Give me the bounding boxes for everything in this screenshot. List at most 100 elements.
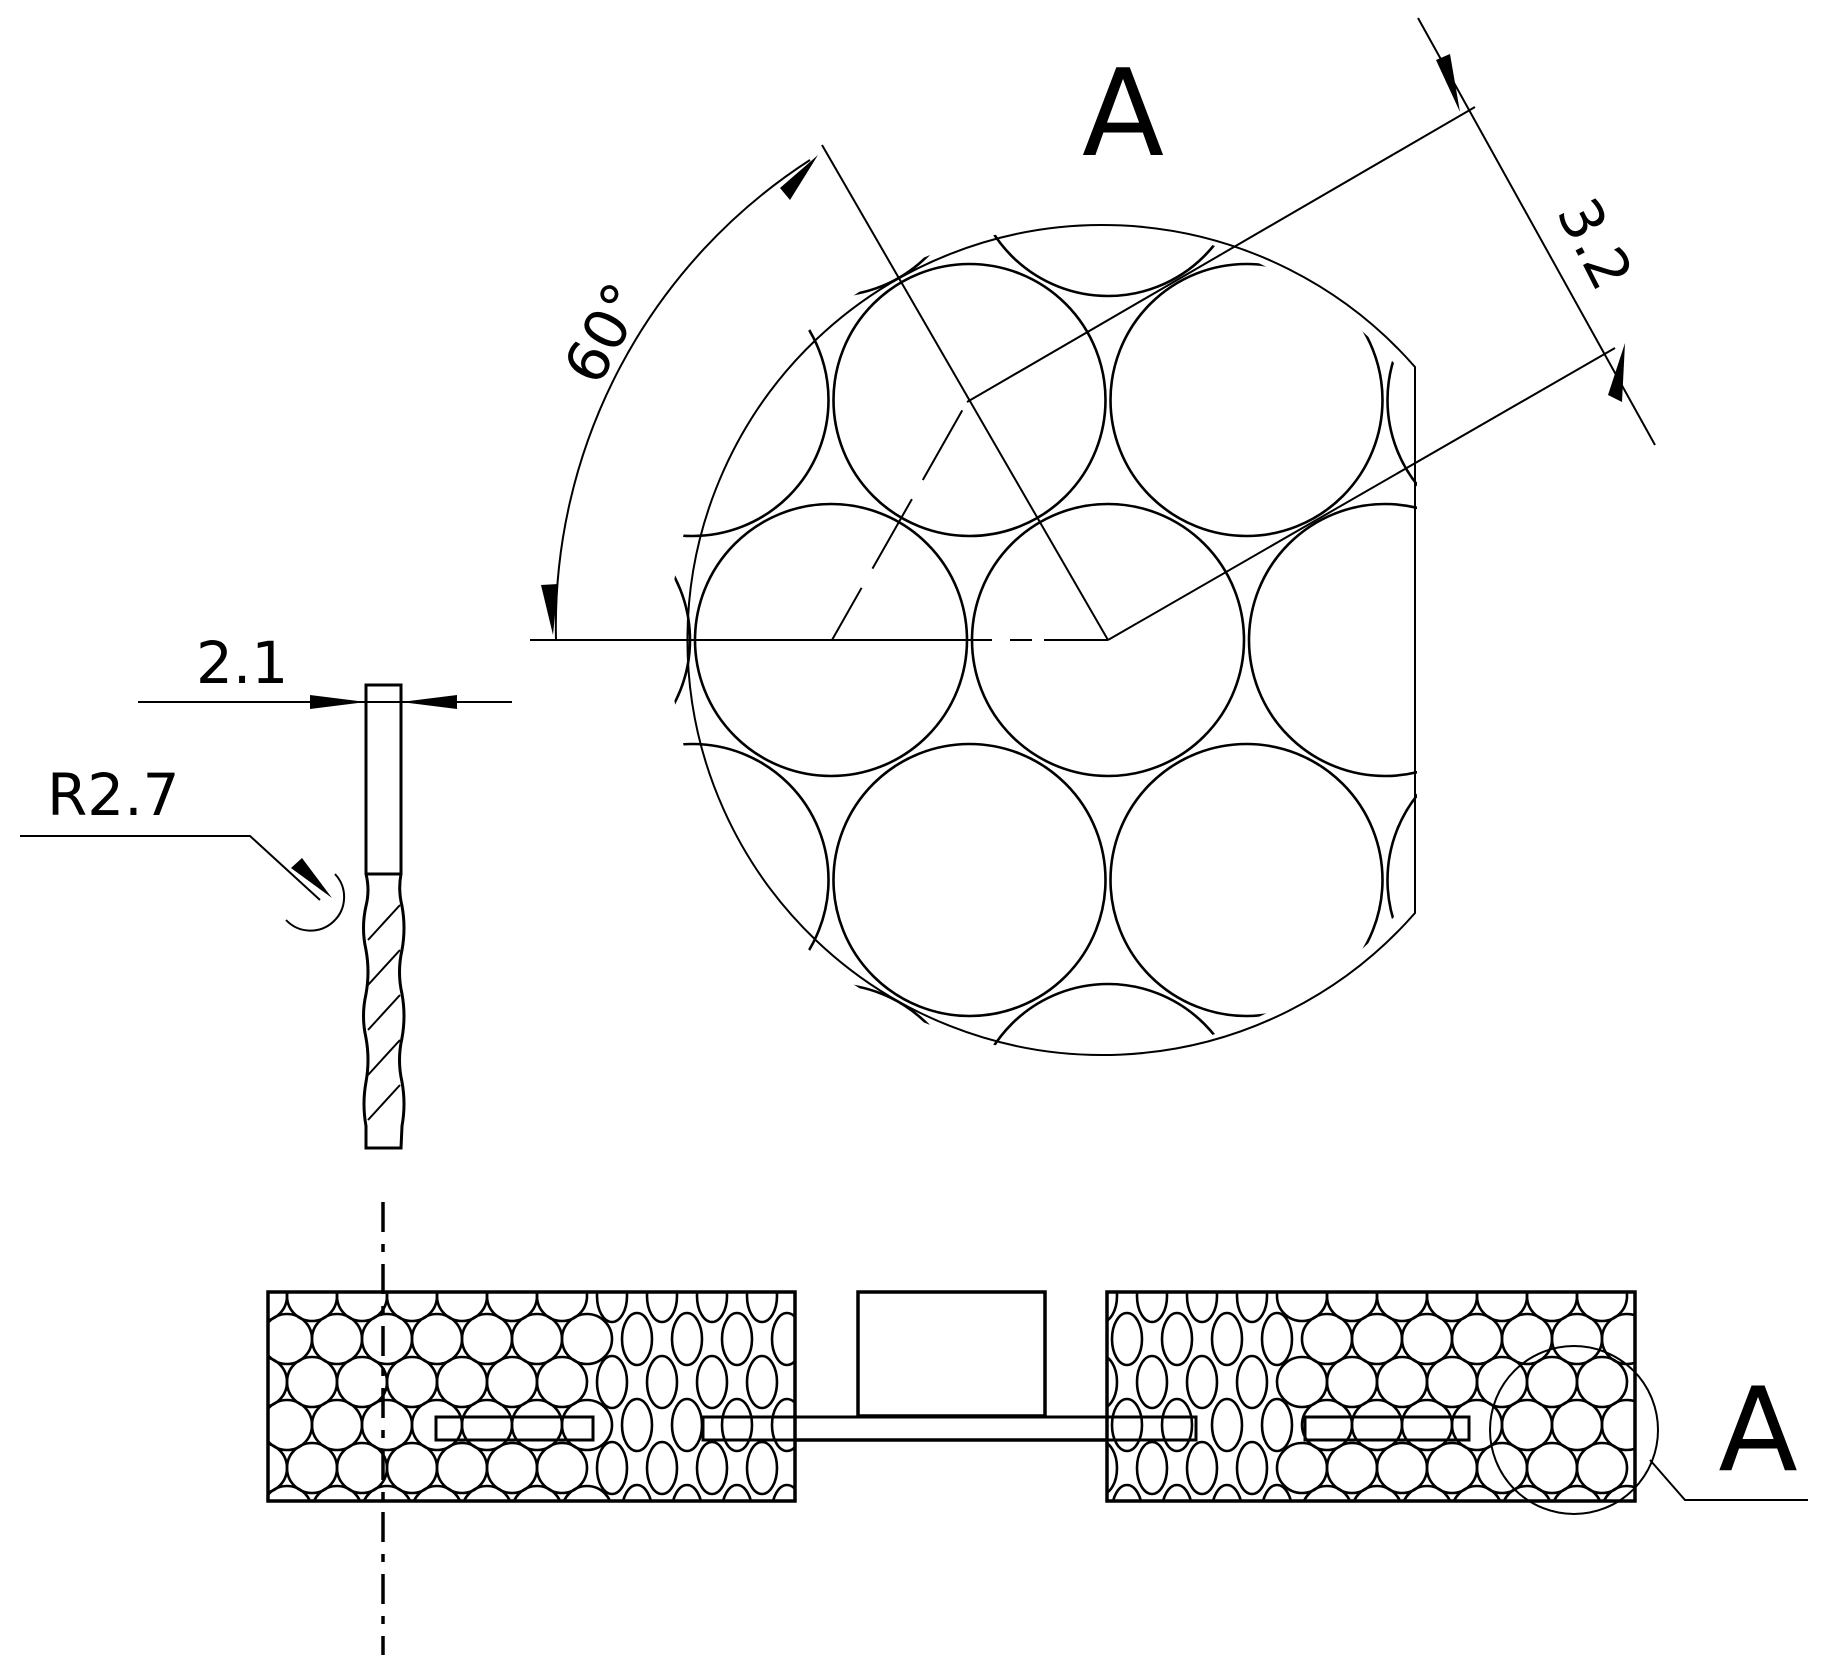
detail-hole (557, 1224, 829, 1496)
panel-hole (385, 1292, 439, 1323)
panel-hole (1502, 1484, 1552, 1501)
panel-hole (1450, 1398, 1504, 1452)
panel-hole (1575, 1355, 1629, 1409)
panel-hole (535, 1355, 589, 1409)
panel-hole (1375, 1292, 1429, 1323)
panel-hole-elongated (770, 1397, 795, 1453)
detail-hole (1526, 504, 1798, 776)
panel-hole-elongated (1135, 1292, 1169, 1324)
panel-hole (1452, 1484, 1502, 1501)
pitch-dimension-label: 3.2 (1544, 187, 1646, 300)
panel-hole (510, 1312, 564, 1366)
panel-hole-elongated (720, 1397, 754, 1453)
panel-hole (1600, 1312, 1635, 1366)
detail-callout-label: A (1718, 1363, 1797, 1498)
panel-hole-elongated (1210, 1397, 1244, 1453)
panel-hole-elongated (745, 1354, 779, 1410)
panel-hole (1475, 1441, 1529, 1495)
panel-hole-elongated (1185, 1292, 1219, 1324)
panel-hole-elongated (770, 1311, 795, 1367)
panel-hole (510, 1398, 564, 1452)
slot-center (701, 1415, 1198, 1442)
panel-hole (460, 1312, 514, 1366)
right-panel-holes (1107, 1292, 1635, 1501)
slot-right (1303, 1415, 1471, 1442)
panel-hole (1575, 1292, 1629, 1323)
detail-view-title: A (1082, 45, 1164, 184)
panel-hole (362, 1484, 412, 1501)
panel-hole (268, 1484, 312, 1501)
panel-hole (1552, 1484, 1602, 1501)
panel-hole-elongated (1260, 1311, 1294, 1367)
detail-hole (1803, 24, 1824, 296)
panel-hole-elongated (1235, 1292, 1269, 1324)
pitch-arrow-bottom (1608, 343, 1625, 402)
panel-hole (1602, 1484, 1635, 1501)
detail-hole (280, 1224, 552, 1496)
panel-hole-elongated (1210, 1311, 1244, 1367)
detail-hole (1388, 0, 1660, 56)
panel-hole-elongated (1160, 1311, 1194, 1367)
detail-hole (1803, 504, 1824, 776)
panel-hole-elongated (620, 1311, 654, 1367)
panel-hole-elongated (1110, 1311, 1144, 1367)
detail-hole (670, 982, 692, 1055)
panel-hole (535, 1441, 589, 1495)
panel-hole-elongated (720, 1311, 754, 1367)
panel-hole (435, 1355, 489, 1409)
detail-hole (1665, 0, 1824, 56)
panel-hole (385, 1441, 439, 1495)
front-view: A (266, 1202, 1808, 1655)
panel-hole (535, 1292, 589, 1323)
panel-hole (1475, 1292, 1529, 1323)
panel-hole-elongated (1211, 1483, 1243, 1501)
panel-hole (1600, 1398, 1635, 1452)
width-arrow-right (401, 695, 457, 709)
panel-hole (1400, 1398, 1454, 1452)
panel-hole (1550, 1398, 1604, 1452)
center-block (856, 1290, 1047, 1418)
panel-hole (1525, 1355, 1579, 1409)
section-profile-outline (362, 683, 406, 1150)
detail-hole (693, 982, 969, 1055)
panel-hole (412, 1484, 462, 1501)
panel-hole (1500, 1398, 1554, 1452)
panel-hole (285, 1441, 339, 1495)
panel-hole (310, 1398, 364, 1452)
slot-left (434, 1415, 595, 1442)
width-dimension-label: 2.1 (196, 629, 288, 697)
detail-hole (1803, 984, 1824, 1256)
panel-hole (485, 1355, 539, 1409)
panel-hole-elongated (621, 1483, 653, 1501)
detail-hole (141, 24, 413, 296)
panel-hole (1350, 1312, 1404, 1366)
panel-hole (1300, 1398, 1354, 1452)
detail-hole (1386, 262, 1417, 538)
panel-hole (485, 1292, 539, 1323)
panel-hole (1325, 1355, 1379, 1409)
radius-arrow (291, 858, 332, 898)
panel-hole (268, 1442, 289, 1494)
detail-hole (280, 0, 552, 56)
detail-hole (1526, 984, 1798, 1256)
detail-hole (1247, 982, 1417, 1055)
panel-hole (1325, 1292, 1379, 1323)
radius-leader (20, 835, 346, 932)
panel-hole-elongated (1185, 1440, 1219, 1496)
panel-hole-elongated (1161, 1483, 1193, 1501)
detail-view-a: 60° 3.2 A (141, 0, 1824, 1496)
panel-hole-elongated (745, 1292, 779, 1324)
panel-hole-elongated (620, 1397, 654, 1453)
panel-hole (1350, 1398, 1404, 1452)
panel-hole (512, 1484, 562, 1501)
detail-hole (1109, 742, 1384, 1018)
panel-hole-elongated (1135, 1354, 1169, 1410)
panel-hole-elongated (745, 1440, 779, 1496)
detail-hole (280, 744, 552, 1016)
panel-hole (335, 1441, 389, 1495)
panel-hole (1275, 1355, 1329, 1409)
panel-hole (560, 1398, 614, 1452)
panel-hole (268, 1292, 289, 1322)
panel-hole-elongated (1261, 1483, 1293, 1501)
